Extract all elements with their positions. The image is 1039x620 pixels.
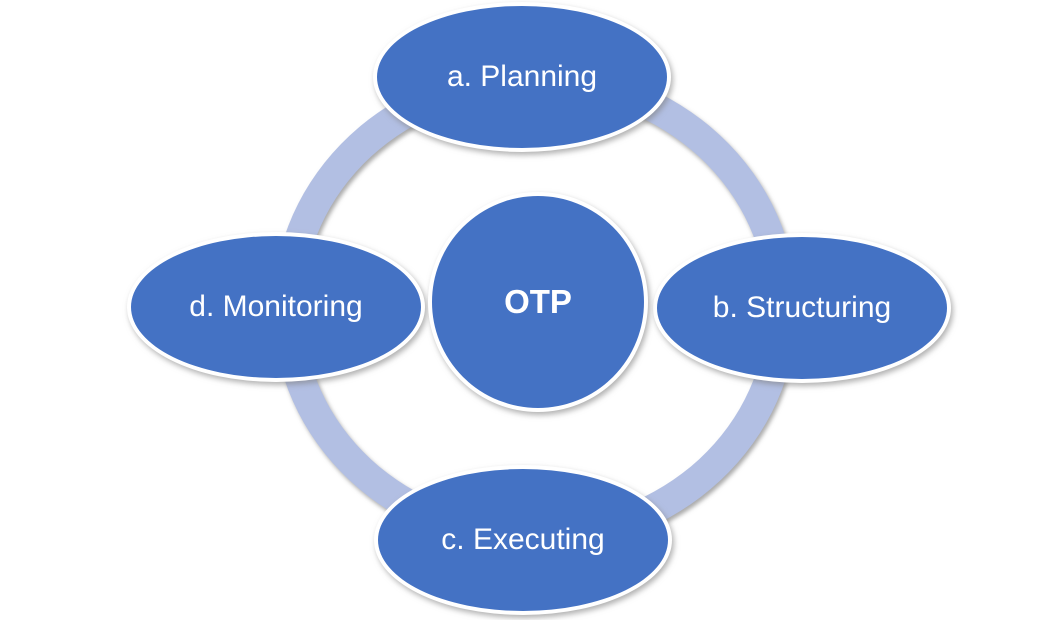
cycle-node-executing: c. Executing [374, 465, 672, 615]
node-label: c. Executing [441, 523, 605, 556]
cycle-node-structuring: b. Structuring [653, 233, 951, 383]
cycle-node-planning: a. Planning [373, 2, 671, 152]
node-label: b. Structuring [712, 291, 892, 324]
center-node-label: OTP [504, 283, 572, 320]
cycle-node-monitoring: d. Monitoring [127, 232, 425, 382]
node-label: d. Monitoring [189, 290, 363, 323]
node-label: a. Planning [446, 60, 598, 93]
cycle-center-node: OTP [428, 192, 648, 412]
